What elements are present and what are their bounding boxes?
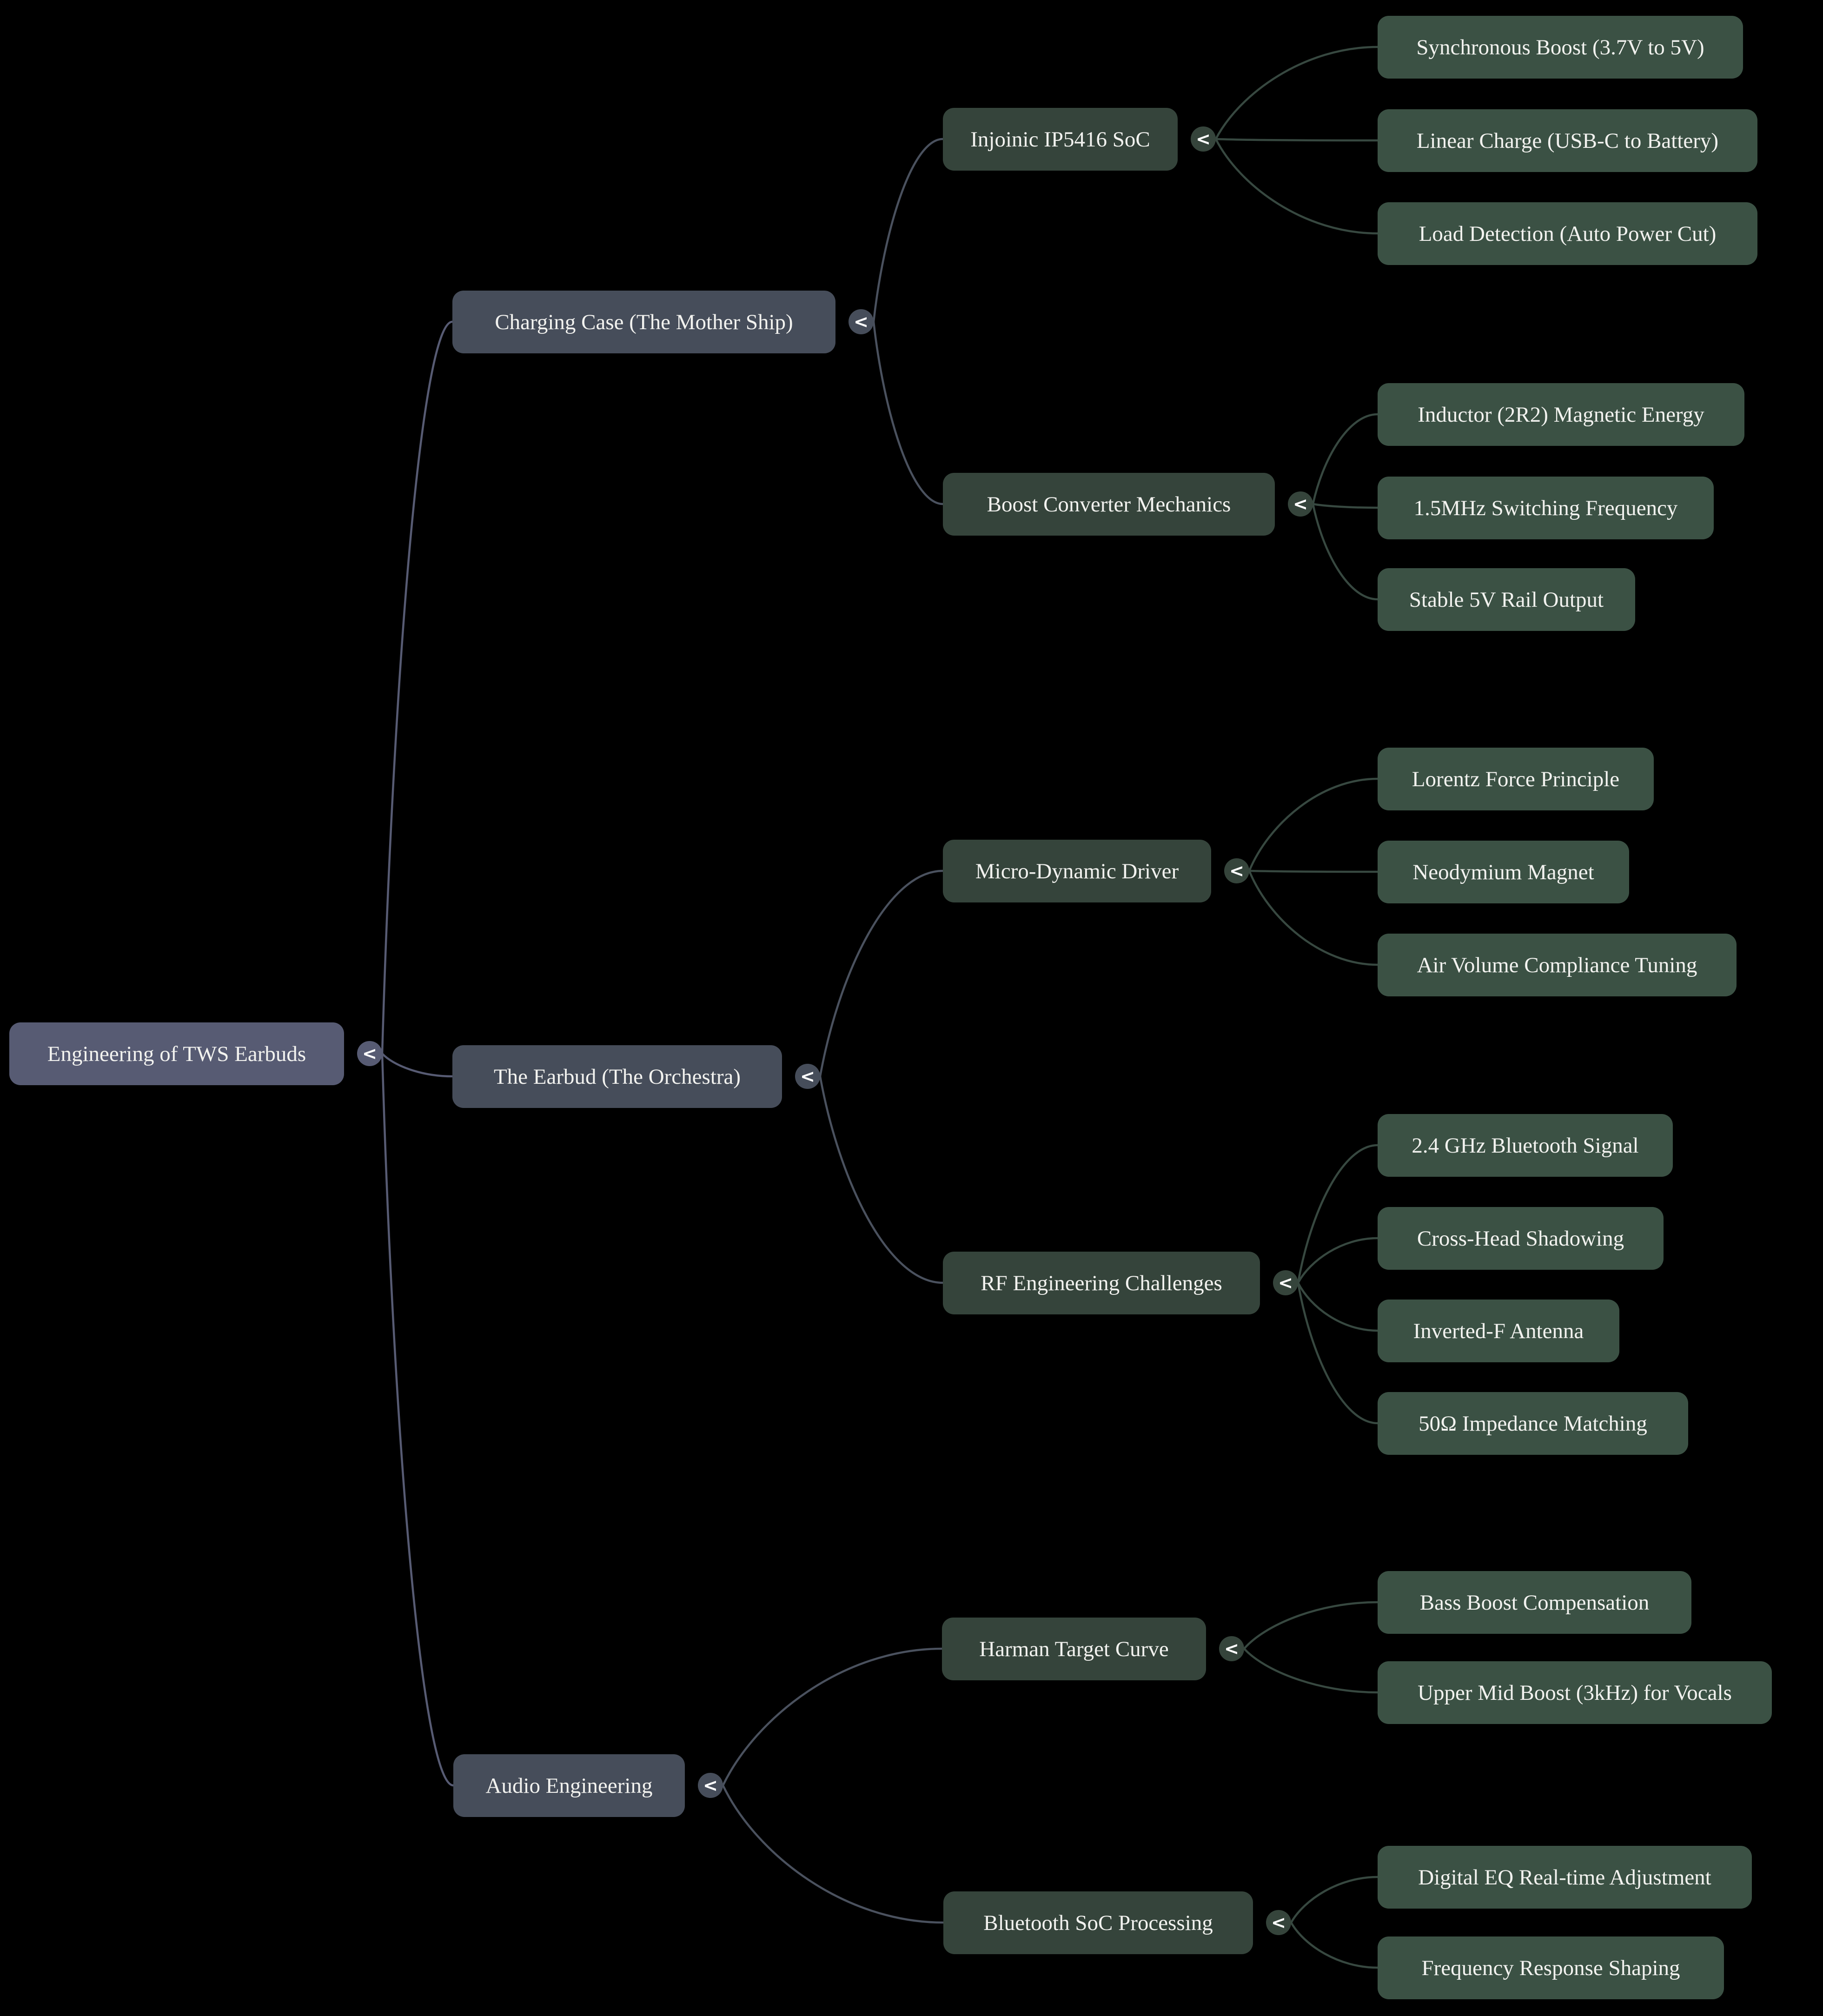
node-upper-mid-boost[interactable]: Upper Mid Boost (3kHz) for Vocals (1378, 1661, 1772, 1724)
node-earbud[interactable]: The Earbud (The Orchestra) (452, 1045, 782, 1108)
node-label: Stable 5V Rail Output (1409, 587, 1604, 612)
node-bluetooth-soc[interactable]: Bluetooth SoC Processing (943, 1891, 1253, 1954)
node-injoinic-soc[interactable]: Injoinic IP5416 SoC (943, 108, 1178, 171)
node-synchronous-boost[interactable]: Synchronous Boost (3.7V to 5V) (1378, 16, 1743, 79)
node-label: Bluetooth SoC Processing (983, 1910, 1213, 1935)
edge (1312, 503, 1379, 509)
node-label: Boost Converter Mechanics (987, 492, 1231, 517)
node-inverted-f-antenna[interactable]: Inverted-F Antenna (1378, 1300, 1619, 1362)
node-label: Digital EQ Real-time Adjustment (1418, 1865, 1711, 1890)
node-frequency-response[interactable]: Frequency Response Shaping (1378, 1936, 1724, 1999)
node-label: Upper Mid Boost (3kHz) for Vocals (1418, 1680, 1732, 1705)
node-label: Bass Boost Compensation (1419, 1590, 1650, 1615)
edge (1243, 1601, 1379, 1650)
node-stable-5v-rail[interactable]: Stable 5V Rail Output (1378, 568, 1635, 631)
node-label: Neodymium Magnet (1412, 860, 1594, 884)
node-audio-engineering[interactable]: Audio Engineering (453, 1754, 685, 1817)
node-neodymium-magnet[interactable]: Neodymium Magnet (1378, 841, 1629, 903)
node-label: 50Ω Impedance Matching (1419, 1411, 1647, 1436)
node-charging-case[interactable]: Charging Case (The Mother Ship) (452, 291, 835, 353)
collapse-toggle-micro-dynamic-driver[interactable]: < (1224, 858, 1249, 883)
node-boost-converter[interactable]: Boost Converter Mechanics (943, 473, 1275, 536)
edge (1290, 1876, 1379, 1924)
node-switching-frequency[interactable]: 1.5MHz Switching Frequency (1378, 477, 1714, 539)
node-root[interactable]: Engineering of TWS Earbuds (9, 1022, 344, 1085)
edge (1243, 1647, 1379, 1694)
edge (819, 1075, 944, 1284)
edge (1248, 869, 1379, 966)
edge (872, 320, 944, 505)
collapse-toggle-audio-engineering[interactable]: < (698, 1773, 723, 1798)
edge (1248, 777, 1379, 872)
node-load-detection[interactable]: Load Detection (Auto Power Cut) (1378, 202, 1757, 265)
node-linear-charge[interactable]: Linear Charge (USB-C to Battery) (1378, 109, 1757, 172)
node-cross-head-shadowing[interactable]: Cross-Head Shadowing (1378, 1207, 1664, 1270)
edge (381, 1052, 455, 1787)
node-label: Micro-Dynamic Driver (975, 859, 1179, 883)
collapse-toggle-injoinic-soc[interactable]: < (1191, 126, 1216, 152)
collapse-toggle-boost-converter[interactable]: < (1288, 491, 1313, 517)
node-label: The Earbud (The Orchestra) (493, 1064, 741, 1089)
collapse-toggle-bluetooth-soc[interactable]: < (1266, 1910, 1291, 1935)
node-inductor-energy[interactable]: Inductor (2R2) Magnetic Energy (1378, 383, 1744, 446)
node-label: 1.5MHz Switching Frequency (1413, 496, 1678, 520)
edge (1297, 1281, 1379, 1332)
edge (722, 1784, 945, 1924)
edge (1290, 1921, 1379, 1969)
node-label: Engineering of TWS Earbuds (47, 1041, 306, 1066)
node-impedance-matching[interactable]: 50Ω Impedance Matching (1378, 1392, 1688, 1455)
node-harman-curve[interactable]: Harman Target Curve (942, 1618, 1206, 1680)
node-label: Cross-Head Shadowing (1417, 1226, 1624, 1251)
node-label: RF Engineering Challenges (981, 1271, 1222, 1295)
node-air-volume-tuning[interactable]: Air Volume Compliance Tuning (1378, 934, 1737, 996)
edge (381, 320, 454, 1055)
node-bluetooth-signal[interactable]: 2.4 GHz Bluetooth Signal (1378, 1114, 1673, 1177)
edge (381, 1052, 454, 1078)
edge (1312, 503, 1379, 601)
node-digital-eq[interactable]: Digital EQ Real-time Adjustment (1378, 1846, 1752, 1909)
edge (819, 869, 944, 1078)
edge (1214, 138, 1379, 142)
edge (1312, 413, 1379, 505)
node-label: Audio Engineering (485, 1773, 653, 1798)
collapse-toggle-charging-case[interactable]: < (849, 309, 874, 334)
node-lorentz-force[interactable]: Lorentz Force Principle (1378, 748, 1654, 810)
node-label: Charging Case (The Mother Ship) (495, 310, 793, 334)
node-label: Linear Charge (USB-C to Battery) (1416, 128, 1719, 153)
edge (1297, 1281, 1379, 1425)
collapse-toggle-rf-challenges[interactable]: < (1273, 1270, 1298, 1295)
node-label: Inductor (2R2) Magnetic Energy (1418, 402, 1704, 427)
node-label: 2.4 GHz Bluetooth Signal (1412, 1133, 1639, 1158)
node-label: Load Detection (Auto Power Cut) (1419, 221, 1717, 246)
node-bass-boost[interactable]: Bass Boost Compensation (1378, 1571, 1691, 1634)
edge (1297, 1144, 1379, 1284)
node-label: Air Volume Compliance Tuning (1417, 953, 1697, 977)
node-label: Frequency Response Shaping (1421, 1956, 1680, 1980)
edge (1214, 138, 1379, 235)
edge (722, 1647, 943, 1787)
edge (1214, 46, 1379, 140)
node-micro-dynamic-driver[interactable]: Micro-Dynamic Driver (943, 840, 1211, 902)
collapse-toggle-harman-curve[interactable]: < (1219, 1636, 1244, 1661)
collapse-toggle-earbud[interactable]: < (795, 1064, 820, 1089)
edge (872, 138, 944, 323)
collapse-toggle-root[interactable]: < (357, 1041, 382, 1066)
node-label: Synchronous Boost (3.7V to 5V) (1416, 35, 1704, 60)
edge (1248, 869, 1379, 873)
node-rf-challenges[interactable]: RF Engineering Challenges (943, 1252, 1260, 1314)
edge (1297, 1237, 1379, 1284)
node-label: Injoinic IP5416 SoC (970, 127, 1150, 152)
node-label: Inverted-F Antenna (1413, 1319, 1584, 1343)
node-label: Harman Target Curve (979, 1637, 1169, 1661)
node-label: Lorentz Force Principle (1412, 767, 1620, 791)
